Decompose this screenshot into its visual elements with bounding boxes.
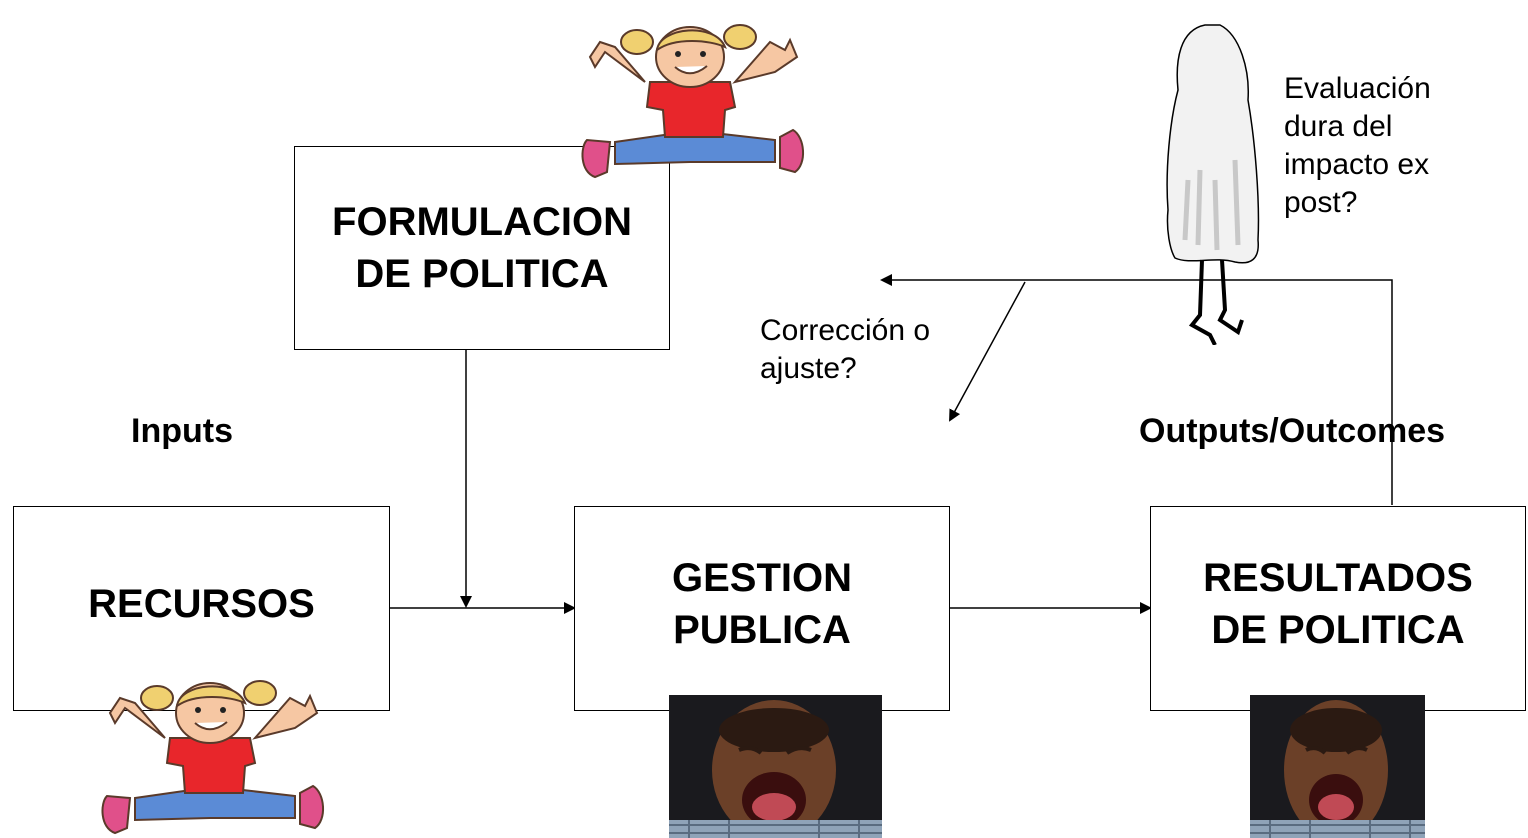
ghost-clipart <box>1166 24 1260 345</box>
gestion-box: GESTION PUBLICA <box>574 506 950 711</box>
recursos-box: RECURSOS <box>13 506 390 711</box>
outputs-label: Outputs/Outcomes <box>1139 412 1446 450</box>
recursos-label: RECURSOS <box>88 581 315 626</box>
formulacion-box: FORMULACION DE POLITICA <box>294 146 670 350</box>
arrow-correccion-diagonal <box>949 281 1026 422</box>
resultados-label: RESULTADOS DE POLITICA <box>1203 555 1473 652</box>
inputs-label: Inputs <box>131 412 233 450</box>
correccion-label: Corrección o ajuste? <box>760 314 931 385</box>
happy-child-clipart <box>581 24 804 179</box>
crying-baby-photo <box>1250 695 1425 838</box>
happy-child-clipart <box>101 680 324 835</box>
formulacion-label: FORMULACION DE POLITICA <box>332 200 632 296</box>
feedback-loop-line <box>880 274 1393 505</box>
crying-baby-photo <box>669 695 882 838</box>
resultados-box: RESULTADOS DE POLITICA <box>1150 506 1526 711</box>
gestion-label: GESTION PUBLICA <box>671 555 853 652</box>
evaluacion-label: Evaluación dura del impacto ex post? <box>1284 72 1431 219</box>
